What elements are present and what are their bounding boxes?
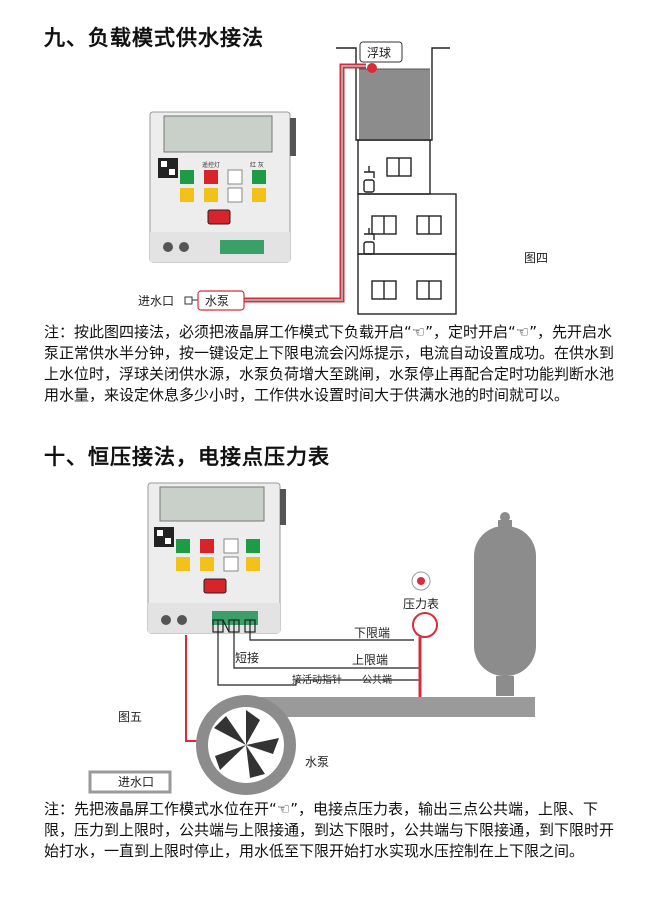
lower-terminal-label: 下限端 bbox=[354, 626, 390, 640]
cycle-stop-button bbox=[176, 539, 190, 553]
inlet-label: 进水口 bbox=[138, 294, 174, 308]
inlet-pipe bbox=[88, 770, 172, 794]
section9-note: 注：按此图四接法，必须把液晶屏工作模式下负载开启“☜”，定时开启“☜”，先开启水… bbox=[44, 323, 615, 404]
figure5-label: 图五 bbox=[118, 710, 142, 724]
start-confirm-button bbox=[246, 539, 260, 553]
gauge-dial bbox=[412, 612, 438, 638]
plus-button bbox=[223, 556, 239, 572]
section10-note: 注：先把液晶屏工作模式水位在开“☜”，电接点压力表，输出三点公共端，上限、下限，… bbox=[44, 800, 615, 860]
wiring bbox=[212, 619, 421, 686]
tap-icon bbox=[364, 166, 375, 178]
start-button bbox=[200, 539, 214, 553]
set-button bbox=[227, 169, 243, 185]
pressure-tank bbox=[474, 512, 536, 696]
short-label: 短接 bbox=[235, 650, 259, 665]
down-button bbox=[180, 188, 194, 202]
needle-label: 接活动指针 bbox=[292, 673, 342, 686]
remote-label: 遥控灯 bbox=[202, 161, 220, 169]
figure4-label: 图四 bbox=[524, 251, 548, 265]
clear-button bbox=[200, 557, 214, 571]
tap-body bbox=[363, 241, 375, 255]
pressure-gauge: 压力表 bbox=[403, 571, 439, 697]
fan-icon bbox=[214, 710, 279, 778]
inlet-label: 进水口 bbox=[118, 775, 154, 789]
tap-body bbox=[363, 179, 375, 193]
building bbox=[357, 139, 457, 315]
lcd-screen bbox=[163, 115, 273, 153]
up-button bbox=[246, 557, 260, 571]
down-button bbox=[176, 557, 190, 571]
figure4-diagram: 浮球 图四 遥控灯 红 灰 进水口 水泵 bbox=[138, 41, 548, 315]
section10-heading: 十、恒压接法，电接点压力表 bbox=[44, 445, 330, 469]
pump-label-box bbox=[197, 290, 245, 311]
power-switch bbox=[203, 578, 227, 594]
float-label: 浮球 bbox=[367, 46, 391, 60]
start-button bbox=[204, 170, 218, 184]
main-pipe bbox=[88, 697, 535, 794]
set-button bbox=[223, 538, 239, 554]
lcd-screen bbox=[159, 486, 265, 522]
section9-heading: 九、负载模式供水接法 bbox=[44, 26, 264, 50]
plus-button bbox=[227, 187, 243, 203]
pump bbox=[196, 695, 296, 795]
float-label-box bbox=[359, 41, 403, 63]
water-tank: 浮球 bbox=[336, 41, 450, 141]
start-confirm-button bbox=[252, 170, 266, 184]
building-bottom-floor bbox=[357, 253, 457, 315]
clear-button bbox=[204, 188, 218, 202]
supply-pipe bbox=[240, 63, 377, 303]
up-button bbox=[252, 188, 266, 202]
float-ball-icon bbox=[367, 63, 377, 73]
pump-label: 水泵 bbox=[305, 755, 329, 769]
controller-device: 遥控灯 红 灰 bbox=[149, 111, 296, 263]
pump-power-wire bbox=[185, 635, 200, 742]
terminal-block bbox=[212, 611, 258, 625]
qr-code bbox=[154, 527, 174, 547]
power-switch bbox=[207, 209, 231, 225]
gauge-label: 压力表 bbox=[403, 597, 439, 611]
status-label: 红 灰 bbox=[250, 161, 264, 169]
pump-label: 水泵 bbox=[205, 294, 229, 308]
upper-terminal-label: 上限端 bbox=[352, 653, 388, 667]
cycle-stop-button bbox=[180, 170, 194, 184]
antenna bbox=[280, 489, 286, 525]
controller-device bbox=[147, 482, 286, 634]
terminal-block bbox=[220, 240, 264, 254]
common-label: 公共端 bbox=[362, 673, 392, 686]
tap-icon bbox=[364, 228, 375, 240]
antenna bbox=[290, 118, 296, 156]
